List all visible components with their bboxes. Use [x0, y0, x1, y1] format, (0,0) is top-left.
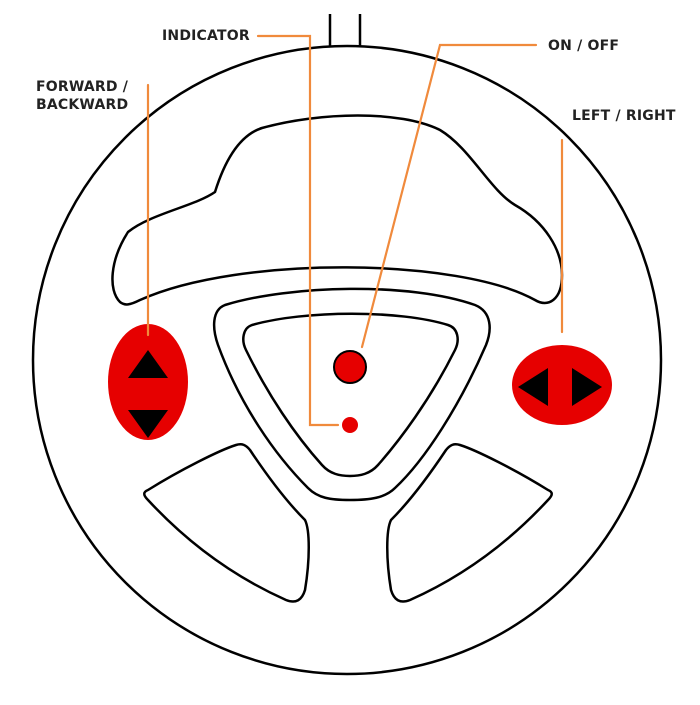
right-arrow-icon	[572, 368, 602, 406]
label-left-right: LEFT / RIGHT	[572, 108, 676, 124]
down-arrow-icon	[128, 410, 168, 438]
label-on-off: ON / OFF	[548, 38, 620, 54]
up-arrow-icon	[128, 350, 168, 378]
forward-backward-button[interactable]	[108, 324, 188, 440]
hub-inner	[242, 312, 459, 478]
label-forward-backward: FORWARD / BACKWARD	[36, 79, 129, 113]
left-right-button[interactable]	[512, 345, 612, 425]
left-arrow-icon	[518, 368, 548, 406]
lower-left-spoke	[143, 442, 310, 603]
lower-right-spoke	[386, 442, 553, 603]
on-off-button[interactable]	[333, 350, 367, 384]
label-indicator: INDICATOR	[162, 28, 250, 44]
leader-indicator	[256, 34, 340, 427]
indicator-dot-icon	[342, 417, 358, 433]
leader-on-off	[360, 43, 538, 349]
antenna-icon	[328, 14, 362, 48]
